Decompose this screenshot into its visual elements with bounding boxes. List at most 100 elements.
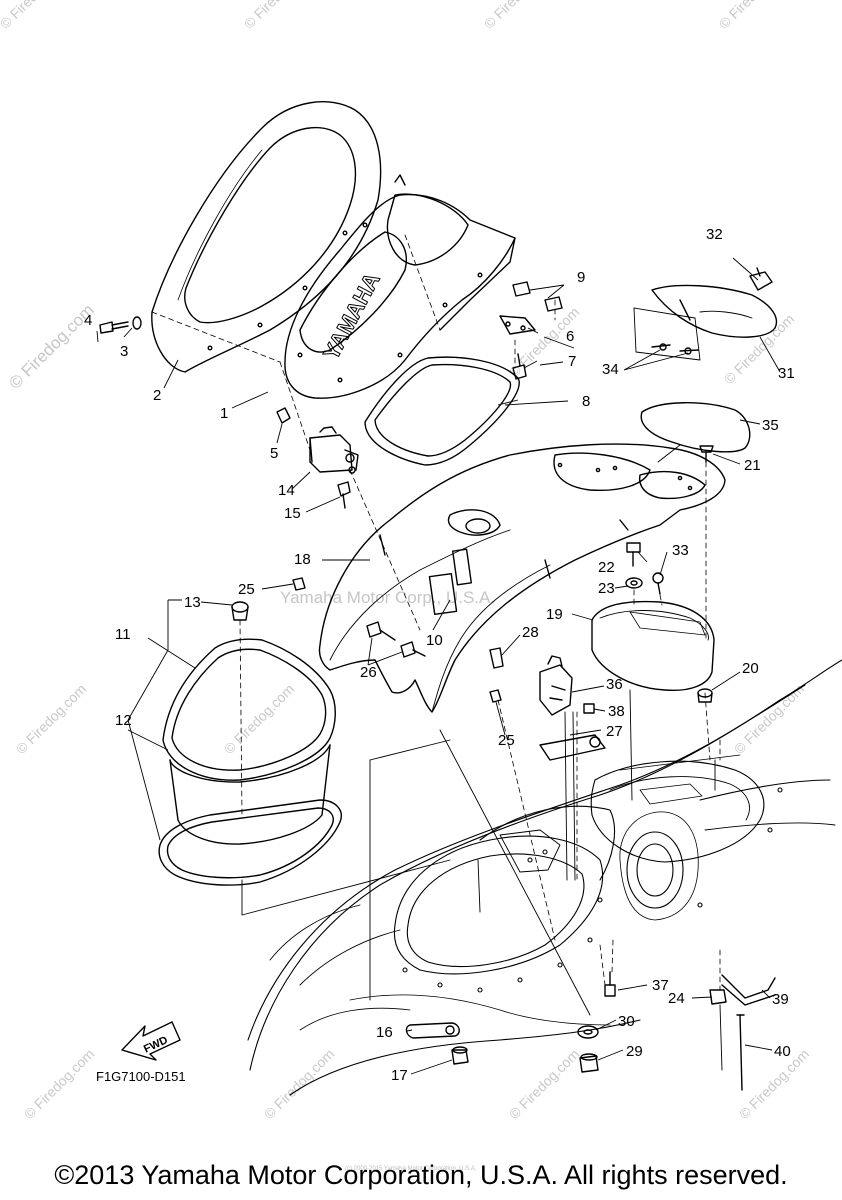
hull-body: [247, 659, 842, 1096]
deck-frame-part-18: [318, 443, 726, 713]
watermark-text: © Firedog.com: [221, 681, 297, 757]
callout-25a: 25: [238, 581, 255, 598]
latch-part-32: [749, 267, 773, 291]
plug-part-9: [512, 281, 563, 312]
callout-26: 26: [360, 664, 377, 681]
bolt-part-22: [626, 542, 641, 567]
bolt-part-37: [604, 971, 616, 997]
callout-2: 2: [153, 387, 161, 404]
bolt-part-26: [366, 621, 426, 658]
callout-4: 4: [84, 312, 92, 329]
callout-34: 34: [602, 361, 619, 378]
callout-11: 11: [115, 626, 131, 643]
callout-37: 37: [652, 977, 669, 994]
watermark-text: © Firedog.com: [716, 0, 792, 32]
callout-5: 5: [270, 445, 278, 462]
callout-40: 40: [774, 1043, 791, 1060]
watermark-text: © Firedog.com: [241, 0, 317, 32]
callout-12: 12: [115, 712, 132, 729]
callout-8: 8: [582, 393, 590, 410]
screw-part-21: [699, 445, 714, 463]
front-cover-part-1: YAMAHA: [284, 174, 516, 399]
bolt-part-7: [512, 353, 527, 380]
windshield-part-2: [151, 101, 382, 373]
callout-20: 20: [742, 660, 759, 677]
bracket-part-39: [721, 974, 776, 1006]
callout-18: 18: [294, 551, 311, 568]
watermark-text: © Firedog.com: [731, 681, 807, 757]
callout-28: 28: [522, 624, 539, 641]
watermark-layer: © Firedog.com © Firedog.com © Firedog.co…: [0, 0, 812, 1122]
washer-part-30: [577, 1025, 599, 1039]
nut-part-17: [451, 1046, 469, 1065]
callout-17: 17: [391, 1067, 408, 1084]
nut-part-29: [579, 1053, 599, 1073]
storage-bucket-part-11: [162, 638, 336, 845]
callout-29: 29: [626, 1043, 643, 1060]
callout-1: 1: [220, 405, 228, 422]
callout-31: 31: [778, 365, 795, 382]
callout-labels: 1 2 3 4 5 6 7 8 9 10 11 12 13 14 15 16 1…: [84, 226, 795, 1084]
callout-33: 33: [672, 542, 689, 559]
screw-set-part-34: [633, 307, 701, 361]
forward-direction-label: FWD: [142, 1034, 170, 1055]
watermark-text: © Firedog.com: [21, 1046, 97, 1122]
bolt-part-28: [489, 647, 504, 669]
plate-part-27: [539, 734, 606, 761]
callout-16: 16: [376, 1024, 393, 1041]
watermark-text: © Firedog.com: [0, 0, 73, 32]
strap-part-16: [405, 1022, 460, 1039]
callout-leaders: [96, 257, 781, 1075]
callout-23: 23: [598, 580, 615, 597]
watermark-text: © Firedog.com: [261, 1046, 337, 1122]
bucket-seal-part-12: [158, 799, 342, 886]
callout-39: 39: [772, 991, 789, 1008]
callout-35: 35: [762, 417, 779, 434]
copyright-notice: ©2013 Yamaha Motor Corporation, U.S.A. A…: [54, 1160, 788, 1190]
callout-24: 24: [668, 990, 685, 1007]
callout-6: 6: [566, 328, 574, 345]
pad-part-35: [640, 402, 751, 453]
nut-part-38: [583, 703, 595, 714]
callout-27: 27: [606, 723, 623, 740]
callout-25b: 25: [498, 732, 515, 749]
assembly-leader-lines: [151, 234, 721, 991]
callout-10: 10: [426, 632, 443, 649]
callout-32: 32: [706, 226, 723, 243]
callout-15: 15: [284, 505, 301, 522]
callout-3: 3: [120, 343, 128, 360]
clip-part-5: [276, 407, 291, 424]
callout-9: 9: [577, 269, 585, 286]
washer-part-3: [132, 316, 142, 330]
hinge-part-14: [309, 426, 359, 474]
callout-38: 38: [608, 703, 625, 720]
washer-part-23: [625, 577, 643, 589]
diagram-code: F1G7100-D151: [96, 1069, 186, 1084]
yamaha-embossed-logo: YAMAHA: [318, 269, 385, 364]
latch-part-36: [539, 655, 573, 716]
watermark-owner: Yamaha Motor Corp., U.S.A.: [280, 588, 495, 607]
watermark-text: © Firedog.com: [13, 681, 89, 757]
guide-lines: [241, 444, 723, 1071]
screw-part-33: [652, 572, 664, 595]
rod-part-40: [736, 1014, 745, 1091]
nut-part-24: [709, 989, 727, 1005]
fine-print: (c) 2000-2015 Yamaha Motor Corporation, …: [345, 1166, 477, 1172]
forward-arrow-icon: [121, 1021, 181, 1061]
callout-22: 22: [598, 559, 615, 576]
callout-36: 36: [606, 676, 623, 693]
bolt-part-4: [99, 321, 129, 334]
callout-7: 7: [568, 353, 576, 370]
bracket-part-6: [499, 315, 536, 335]
watermark-text: © Firedog.com: [481, 0, 557, 32]
callout-14: 14: [278, 482, 295, 499]
screw-part-25b: [489, 689, 502, 703]
callout-19: 19: [546, 606, 563, 623]
cover-part-31: [651, 284, 778, 338]
callout-21: 21: [744, 457, 761, 474]
seal-frame-part-8: [364, 356, 520, 466]
callout-13: 13: [184, 594, 201, 611]
screw-part-25a: [292, 577, 306, 591]
watermark-text: © Firedog.com: [506, 1046, 582, 1122]
